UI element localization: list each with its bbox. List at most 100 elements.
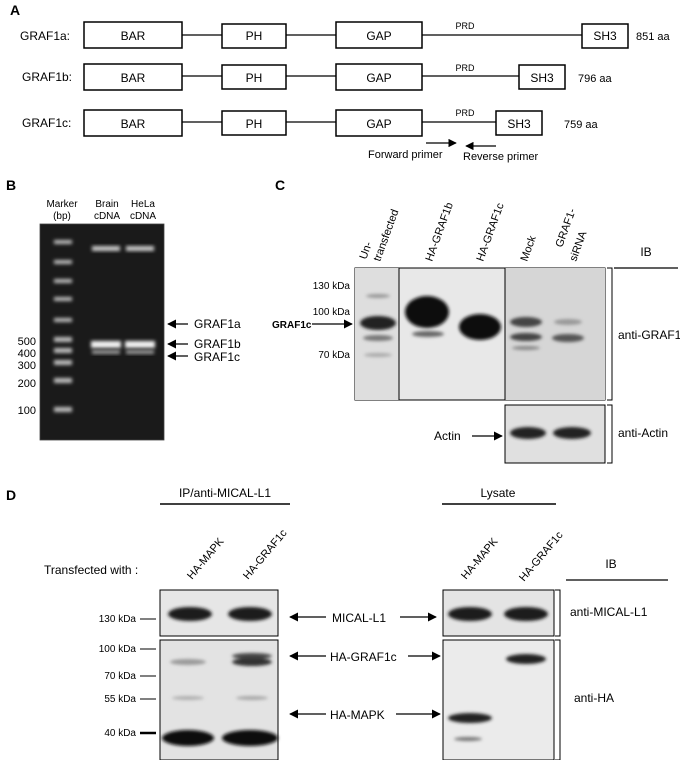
ha-mapk-label: HA-MAPK [330, 708, 385, 722]
sirna-minor-band [552, 334, 584, 342]
ladder-band-100 [54, 407, 72, 412]
sirna-graf1c-band [554, 319, 582, 325]
untransfected-lane [355, 268, 399, 400]
ha-graf1b-band [405, 296, 449, 328]
kda-70: 70 kDa [318, 350, 350, 361]
brain-graf1b-band [91, 341, 121, 348]
graf1c-length: 759 aa [564, 119, 599, 131]
panel-a: A GRAF1a: BAR PH GAP PRD SH3 851 aa GRAF… [10, 2, 671, 163]
panel-c: C Un- transfected HA-GRAF1b HA-GRAF1c Mo… [272, 177, 680, 464]
graf1c-sh3-label: SH3 [507, 117, 531, 131]
ha-graf1c-band [459, 314, 501, 340]
forward-primer-label: Forward primer [368, 149, 443, 161]
mock-minor-band [512, 346, 540, 350]
graf1a-label: GRAF1a: [20, 29, 70, 43]
graf1a-band-label: GRAF1a [194, 317, 241, 331]
graf1a-bar-domain [83, 21, 183, 49]
ip-lane-ha-mapk: HA-MAPK [185, 535, 227, 582]
graf1c-schematic: GRAF1c: BAR PH GAP PRD SH3 759 aa [22, 108, 599, 137]
graf1b-prd-label: PRD [455, 63, 475, 73]
d-kda-130: 130 kDa [99, 614, 137, 625]
panel-c-ib-header: IB [640, 245, 651, 259]
graf1c-band-label: GRAF1c [194, 350, 240, 364]
graf1b-bar-label: BAR [121, 71, 146, 85]
graf1b-gap-label: GAP [366, 71, 391, 85]
d-kda-40: 40 kDa [104, 728, 136, 739]
brain-well [92, 246, 120, 251]
panel-a-letter: A [10, 2, 20, 18]
ip-mapk-faint-band [172, 696, 204, 700]
hela-graf1c-band [126, 350, 154, 354]
lane-header-ha-graf1c: HA-GRAF1c [475, 201, 507, 263]
mical-l1-label: MICAL-L1 [332, 611, 386, 625]
marker-header-line1: Marker [46, 199, 78, 210]
ha-graf1b-minor-band [412, 331, 444, 337]
mock-graf1c-band [510, 317, 542, 327]
anti-graf1-bracket [607, 267, 613, 401]
lysate-graf1c-mical-band [504, 607, 548, 621]
size-400: 400 [18, 348, 36, 360]
reverse-primer-label: Reverse primer [463, 151, 539, 163]
lane-header-mock: Mock [519, 234, 539, 263]
hela-graf1b-band [125, 341, 155, 348]
untransfected-minor-band [363, 335, 393, 341]
graf1c-gap-label: GAP [366, 117, 391, 131]
ip-bands [162, 607, 278, 746]
d-kda-100: 100 kDa [99, 644, 137, 655]
lysate-ha-mapk-band [448, 713, 492, 723]
kda-100: 100 kDa [313, 307, 351, 318]
mock-minor-band [510, 333, 542, 341]
lysate-mapk-degradation-band [454, 737, 482, 741]
graf1b-sh3-label: SH3 [530, 71, 554, 85]
brain-header-line2: cDNA [94, 211, 120, 222]
lysate-ha-graf1c-band [506, 654, 546, 664]
graf1c-ph-domain [221, 110, 287, 136]
graf1b-schematic: GRAF1b: BAR PH GAP PRD SH3 796 aa [22, 63, 613, 91]
panel-d: D IP/anti-MICAL-L1 Lysate Transfected wi… [6, 486, 668, 760]
anti-ha-label: anti-HA [574, 691, 614, 705]
lysate-mapk-mical-band [448, 607, 492, 621]
graf1a-length: 851 aa [636, 31, 671, 43]
graf1a-sh3-label: SH3 [593, 29, 617, 43]
ip-graf1c-heavy-chain-band [222, 730, 278, 746]
graf1b-ph-label: PH [246, 71, 263, 85]
brain-graf1c-band [92, 350, 120, 354]
panel-b: B Marker (bp) Brain cDNA HeLa cDNA 500 [6, 177, 241, 441]
ip-mapk-heavy-chain-band [162, 730, 214, 746]
ip-mapk-mical-band [168, 607, 212, 621]
ladder-band [54, 240, 72, 244]
graf1a-sh3-domain [581, 23, 629, 49]
lane-header-sirna-2: siRNA [568, 229, 590, 263]
brain-header-line1: Brain [95, 199, 118, 210]
lane-header-untransfected-1: Un- [358, 240, 375, 261]
graf1b-bar-domain [83, 63, 183, 91]
ladder-band-400 [54, 348, 72, 353]
graf1b-band-label: GRAF1b [194, 337, 241, 351]
graf1c-prd-label: PRD [455, 108, 475, 118]
untransfected-graf1c-band [360, 316, 396, 330]
hela-well [126, 246, 154, 251]
d-kda-55: 55 kDa [104, 694, 136, 705]
graf1c-sh3-domain [495, 110, 543, 136]
sirna-actin-band [553, 427, 591, 439]
lane-header-untransfected-2: transfected [372, 208, 402, 263]
ip-header: IP/anti-MICAL-L1 [179, 486, 271, 500]
panel-d-letter: D [6, 487, 16, 503]
marker-ladder [54, 240, 72, 412]
graf1c-ph-label: PH [246, 117, 263, 131]
graf1b-label: GRAF1b: [22, 70, 72, 84]
mock-actin-band [510, 427, 546, 439]
lysate-lane-ha-graf1c: HA-GRAF1c [517, 529, 566, 584]
hela-header-line1: HeLa [131, 199, 155, 210]
untransfected-minor-band [366, 294, 390, 298]
graf1c-bar-domain [83, 109, 183, 137]
graf1c-gap-domain [335, 109, 423, 137]
lysate-bands [448, 607, 548, 741]
d-kda-70: 70 kDa [104, 671, 136, 682]
ladder-band-200 [54, 378, 72, 383]
actin-label: Actin [434, 429, 461, 443]
anti-actin-bracket [607, 404, 613, 464]
graf1b-ph-domain [221, 64, 287, 90]
graf1a-prd-label: PRD [455, 21, 475, 31]
